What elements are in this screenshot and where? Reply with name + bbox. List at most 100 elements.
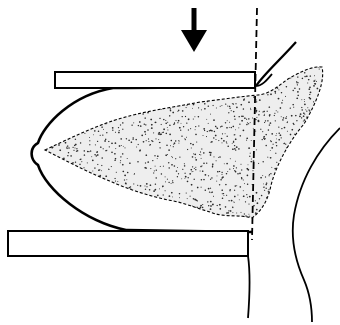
stipple-dot (70, 155, 72, 157)
stipple-dot (116, 213, 117, 214)
stipple-dot (94, 105, 96, 107)
stipple-dot (119, 98, 121, 100)
stipple-dot (155, 177, 156, 178)
stipple-dot (301, 117, 302, 118)
stipple-dot (78, 185, 79, 186)
stipple-dot (224, 222, 225, 223)
stipple-dot (43, 137, 45, 139)
stipple-dot (190, 90, 191, 91)
stipple-dot (293, 107, 294, 108)
stipple-dot (233, 141, 234, 142)
stipple-dot (84, 154, 85, 155)
stipple-dot (226, 195, 227, 196)
stipple-dot (64, 188, 65, 189)
stipple-dot (208, 175, 209, 176)
stipple-dot (139, 121, 141, 123)
stipple-dot (211, 177, 212, 178)
stipple-dot (268, 68, 269, 69)
stipple-dot (171, 156, 172, 157)
stipple-dot (96, 69, 97, 70)
stipple-dot (110, 202, 112, 204)
stipple-dot (208, 123, 209, 124)
stipple-dot (301, 133, 302, 134)
stipple-dot (227, 120, 228, 121)
stipple-dot (180, 130, 181, 131)
stipple-dot (168, 167, 169, 168)
stipple-dot (61, 116, 62, 117)
stipple-dot (49, 82, 50, 83)
stipple-dot (61, 161, 62, 162)
stipple-dot (179, 141, 180, 142)
stipple-dot (303, 112, 305, 114)
stipple-dot (210, 130, 212, 132)
stipple-dot (221, 218, 223, 220)
stipple-dot (237, 194, 238, 195)
stipple-dot (84, 150, 86, 152)
stipple-dot (314, 196, 315, 197)
stipple-dot (274, 113, 275, 114)
stipple-dot (131, 125, 132, 126)
stipple-dot (133, 183, 134, 184)
stipple-dot (235, 138, 237, 140)
stipple-dot (213, 119, 215, 121)
stipple-dot (197, 91, 199, 93)
stipple-dot (86, 178, 87, 179)
stipple-dot (121, 145, 122, 146)
stipple-dot (210, 152, 212, 154)
stipple-dot (234, 148, 236, 150)
stipple-dot (277, 203, 278, 204)
stipple-dot (55, 108, 56, 109)
stipple-dot (74, 118, 75, 119)
stipple-dot (306, 201, 307, 202)
stipple-dot (268, 191, 269, 192)
stipple-dot (294, 88, 296, 90)
stipple-dot (234, 119, 235, 120)
stipple-dot (224, 66, 225, 67)
stipple-dot (268, 212, 270, 214)
stipple-dot (66, 136, 67, 137)
stipple-dot (218, 157, 219, 158)
stipple-dot (84, 116, 85, 117)
stipple-dot (151, 201, 153, 203)
stipple-dot (88, 205, 89, 206)
stipple-dot (144, 131, 146, 133)
stipple-dot (256, 149, 257, 150)
stipple-dot (203, 97, 204, 98)
stipple-dot (185, 139, 186, 140)
stipple-dot (99, 101, 100, 102)
stipple-dot (127, 114, 128, 115)
stipple-dot (161, 124, 162, 125)
stipple-dot (310, 75, 311, 76)
stipple-dot (84, 196, 85, 197)
stipple-dot (122, 129, 123, 130)
stipple-dot (135, 64, 137, 66)
stipple-dot (240, 212, 241, 213)
stipple-dot (309, 149, 310, 150)
stipple-dot (233, 219, 235, 221)
stipple-dot (127, 172, 129, 174)
stipple-dot (211, 192, 212, 193)
stipple-dot (261, 195, 263, 197)
stipple-dot (98, 188, 99, 189)
stipple-dot (152, 218, 153, 219)
stipple-dot (185, 116, 186, 117)
stipple-dot (228, 200, 229, 201)
stipple-dot (69, 130, 70, 131)
stipple-dot (85, 183, 86, 184)
stipple-dot (302, 217, 304, 219)
stipple-dot (204, 130, 205, 131)
stipple-dot (125, 108, 127, 110)
stipple-dot (291, 209, 292, 210)
stipple-dot (68, 102, 70, 104)
stipple-dot (161, 109, 162, 110)
stipple-dot (118, 196, 119, 197)
stipple-dot (299, 163, 301, 165)
stipple-dot (205, 96, 206, 97)
stipple-dot (277, 87, 278, 88)
stipple-dot (153, 132, 154, 133)
stipple-dot (179, 157, 180, 158)
stipple-dot (194, 179, 195, 180)
stipple-dot (301, 99, 302, 100)
stipple-dot (105, 175, 107, 177)
stipple-dot (313, 199, 315, 201)
